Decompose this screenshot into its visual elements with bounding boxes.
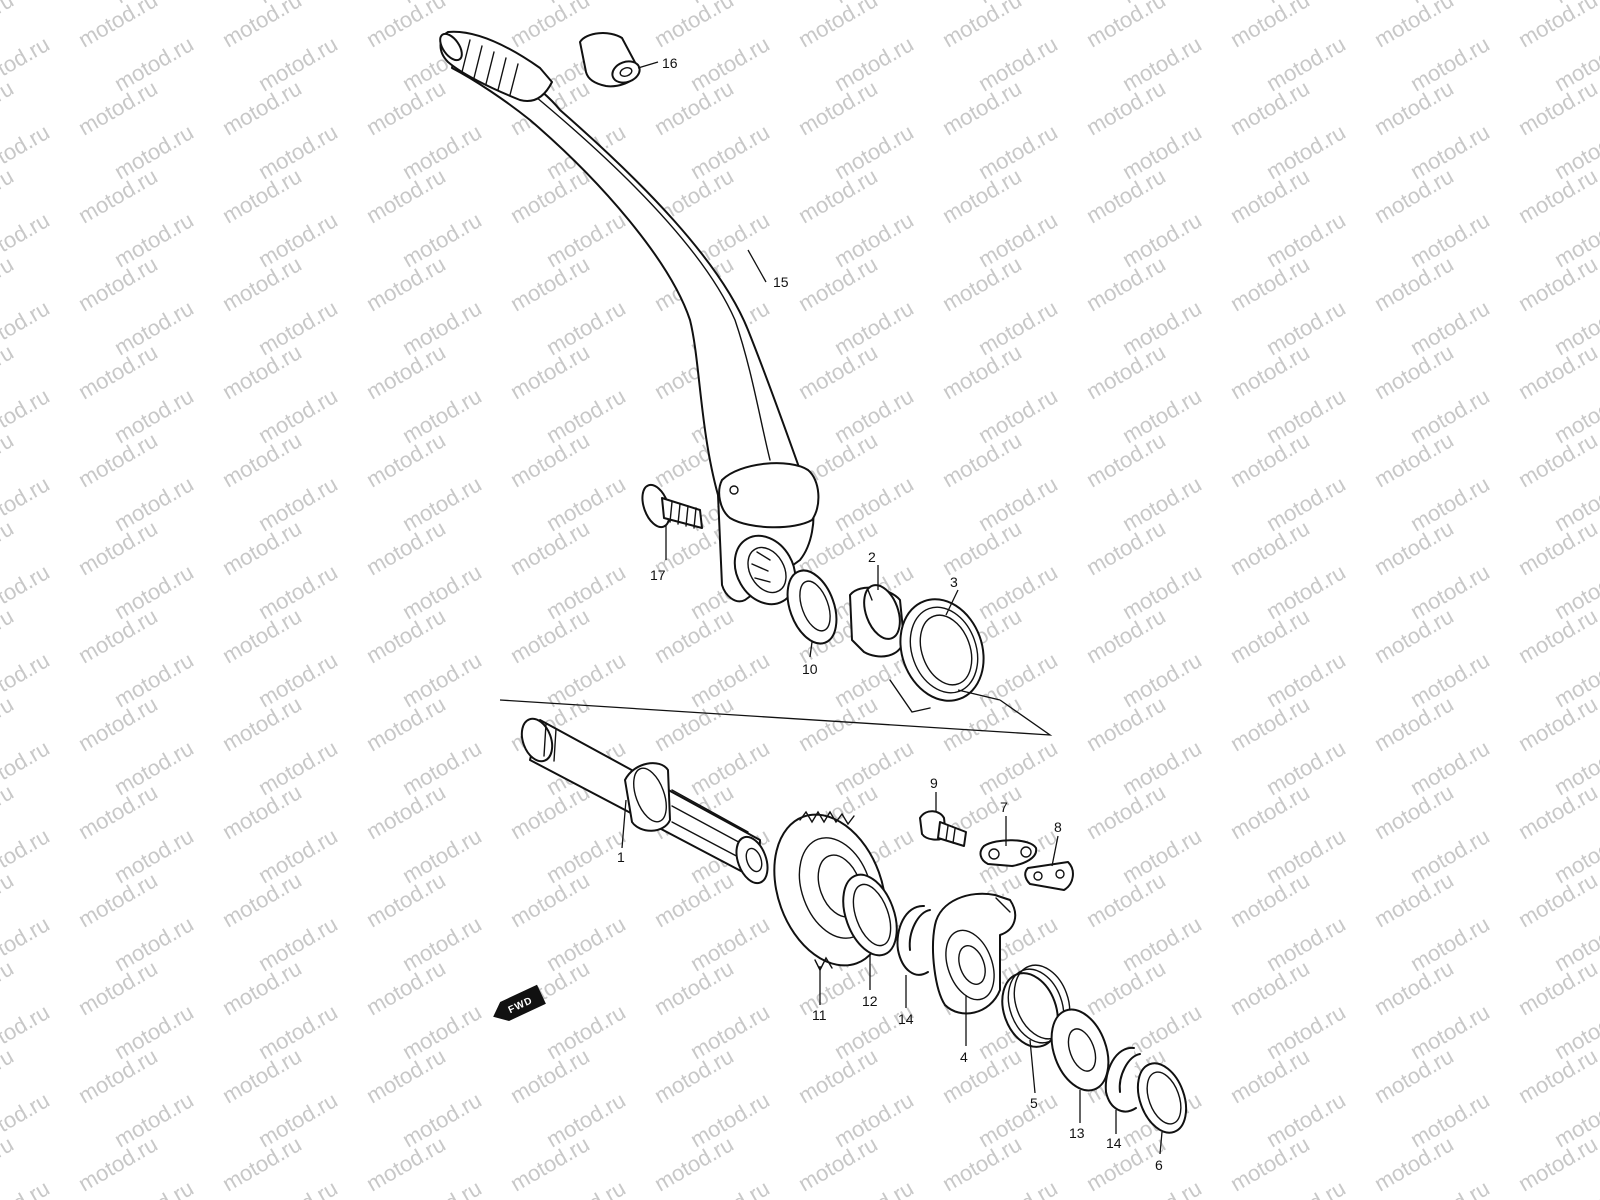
callout-12: 12 xyxy=(862,993,878,1009)
callout-13: 13 xyxy=(1069,1125,1085,1141)
circlip-a xyxy=(896,904,931,976)
oil-seal xyxy=(786,569,838,645)
callout-6: 6 xyxy=(1155,1157,1163,1173)
leader-lines xyxy=(621,61,1163,1155)
stopper-plate xyxy=(1024,861,1074,891)
callout-2: 2 xyxy=(868,549,876,565)
ratchet-spring xyxy=(1001,964,1071,1048)
callout-10: 10 xyxy=(802,661,818,677)
callout-5: 5 xyxy=(1030,1095,1038,1111)
callout-8: 8 xyxy=(1054,819,1062,835)
callout-9: 9 xyxy=(930,775,938,791)
end-washer xyxy=(1136,1062,1188,1134)
grip-cap xyxy=(579,32,641,88)
callout-11: 11 xyxy=(812,1007,827,1023)
callout-7: 7 xyxy=(1000,799,1008,815)
callout-17: 17 xyxy=(650,567,666,583)
spring-guide xyxy=(849,584,905,658)
callout-14b: 14 xyxy=(1106,1135,1122,1151)
callout-15: 15 xyxy=(773,274,789,290)
circlip-b xyxy=(1104,1046,1141,1113)
callout-3: 3 xyxy=(950,574,958,590)
guide-bolt xyxy=(919,810,967,847)
kick-lever xyxy=(439,30,820,606)
callout-14a: 14 xyxy=(898,1011,914,1027)
assembly-bracket-lines xyxy=(499,689,1053,736)
thrust-washer xyxy=(842,873,898,957)
callout-16: 16 xyxy=(662,55,678,71)
return-spring xyxy=(889,598,985,713)
fwd-badge: FWD xyxy=(493,984,546,1021)
lever-bolt xyxy=(641,483,703,529)
forward-arrow-icon xyxy=(493,984,546,1021)
callout-1: 1 xyxy=(617,849,625,865)
kick-ratchet xyxy=(932,892,1017,1015)
kick-shaft xyxy=(520,717,769,885)
callout-4: 4 xyxy=(960,1049,968,1065)
guide-plate xyxy=(979,839,1038,867)
callout-labels: 1 2 3 4 5 6 7 8 9 10 11 12 13 14 14 15 1… xyxy=(617,55,1163,1173)
spring-washer xyxy=(1050,1008,1110,1092)
